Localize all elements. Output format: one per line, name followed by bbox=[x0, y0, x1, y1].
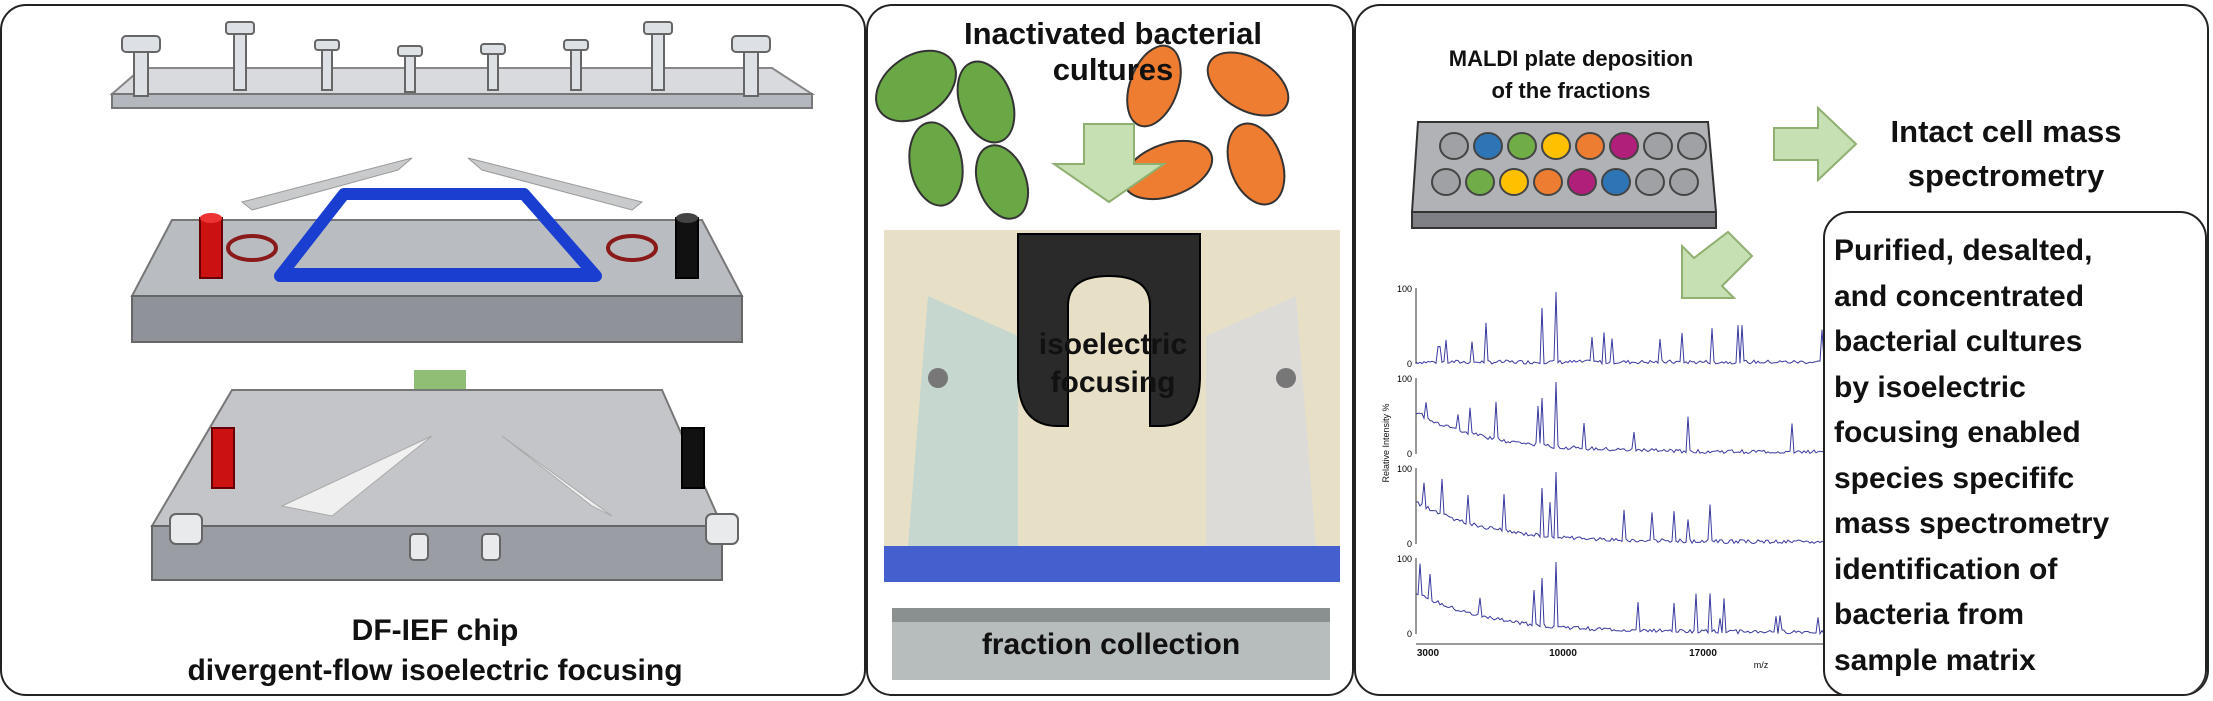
top-cover-plate bbox=[109, 21, 816, 109]
assembled-chip bbox=[150, 389, 739, 581]
focusing-label-line2: focusing bbox=[1050, 366, 1176, 399]
spectrum-trace bbox=[1415, 381, 1827, 455]
well bbox=[1609, 132, 1639, 160]
well bbox=[1431, 168, 1461, 196]
fraction-photo bbox=[892, 608, 1330, 680]
focusing-photo bbox=[884, 230, 1340, 582]
cultures-label-line1: Inactivated bacterial bbox=[963, 16, 1263, 51]
ms-label-line1: Intact cell mass bbox=[1890, 114, 2122, 149]
maldi-spectra-illustration: 100 0 100 0 100 0 100 0 bbox=[1397, 105, 2207, 694]
result-box bbox=[1823, 211, 2207, 694]
right-arrow bbox=[1773, 105, 1858, 183]
result-line: mass spectrometry bbox=[1834, 507, 2110, 540]
spectra-tick-2: 10000 bbox=[1549, 648, 1577, 659]
well bbox=[1507, 132, 1537, 160]
orange-cells-icon bbox=[1122, 44, 1290, 206]
mass-spectra: 100 0 100 0 100 0 100 0 bbox=[1397, 284, 1827, 645]
well bbox=[1643, 132, 1673, 160]
down-left-arrow bbox=[1681, 230, 1754, 299]
focusing-label-line1: isoelectric bbox=[1038, 328, 1188, 361]
well bbox=[1541, 132, 1571, 160]
well bbox=[1635, 168, 1665, 196]
membrane-right bbox=[467, 157, 644, 211]
spectrum-y-tick: 100 bbox=[1397, 374, 1412, 384]
spectra-tick-3: 17000 bbox=[1689, 648, 1717, 659]
chip-illustration bbox=[109, 21, 816, 581]
result-line: bacteria from bbox=[1834, 598, 2025, 631]
maldi-label-line1: MALDI plate deposition bbox=[1448, 46, 1694, 71]
well bbox=[1465, 168, 1495, 196]
cultures-label-line2: cultures bbox=[1052, 52, 1174, 87]
well bbox=[1601, 168, 1631, 196]
spectrum-y-tick: 0 bbox=[1407, 539, 1412, 549]
spectrum-y-tick: 100 bbox=[1397, 554, 1412, 564]
result-line: by isoelectric bbox=[1834, 370, 2026, 404]
well bbox=[1473, 132, 1503, 160]
well bbox=[1575, 132, 1605, 160]
maldi-label-line2: of the fractions bbox=[1491, 78, 1651, 103]
well bbox=[1439, 132, 1469, 160]
ms-label-line2: spectrometry bbox=[1907, 158, 2105, 193]
focusing-illustration bbox=[875, 44, 1340, 680]
spectrum-trace bbox=[1416, 471, 1827, 545]
spectrum-y-tick: 100 bbox=[1397, 464, 1412, 474]
spectrum-y-tick: 0 bbox=[1407, 449, 1412, 459]
spectrum-trace bbox=[1415, 291, 1827, 366]
green-cells-icon bbox=[875, 49, 1030, 220]
well bbox=[1533, 168, 1563, 196]
well bbox=[1669, 168, 1699, 196]
well bbox=[1567, 168, 1597, 196]
result-line: identification of bbox=[1834, 552, 2058, 586]
middle-plate bbox=[130, 188, 744, 343]
down-arrow bbox=[1050, 123, 1168, 204]
spectrum-y-tick: 100 bbox=[1397, 284, 1412, 294]
well bbox=[1499, 168, 1529, 196]
chip-title: DF-IEF chip bbox=[351, 614, 519, 647]
result-line: and concentrated bbox=[1834, 279, 2085, 313]
maldi-plate-icon bbox=[1410, 121, 1718, 229]
spectrum-y-tick: 0 bbox=[1407, 359, 1412, 369]
result-line: sample matrix bbox=[1834, 643, 2036, 677]
result-line: species specififc bbox=[1834, 461, 2075, 495]
spectra-ylabel: Relative Intensity % bbox=[1381, 403, 1391, 483]
spectrum-trace bbox=[1415, 561, 1827, 636]
spectrum-y-tick: 0 bbox=[1407, 629, 1412, 639]
panel-focusing: Inactivated bacterial cultures isoelectr… bbox=[866, 4, 1354, 696]
spectra-tick-1: 3000 bbox=[1416, 648, 1440, 659]
result-line: Purified, desalted, bbox=[1834, 234, 2093, 267]
well bbox=[1677, 132, 1707, 160]
chip-subtitle: divergent-flow isoelectric focusing bbox=[187, 654, 683, 687]
spectra-xlabel: m/z bbox=[1753, 660, 1769, 670]
panel-chip: DF-IEF chip divergent-flow isoelectric f… bbox=[0, 4, 866, 696]
membrane-left bbox=[240, 157, 413, 211]
result-line: focusing enabled bbox=[1834, 416, 2081, 449]
result-line: bacterial cultures bbox=[1834, 325, 2083, 358]
fraction-collection-label: fraction collection bbox=[981, 628, 1241, 661]
result-text: Purified, desalted, and concentrated bacte… bbox=[1834, 228, 2198, 683]
